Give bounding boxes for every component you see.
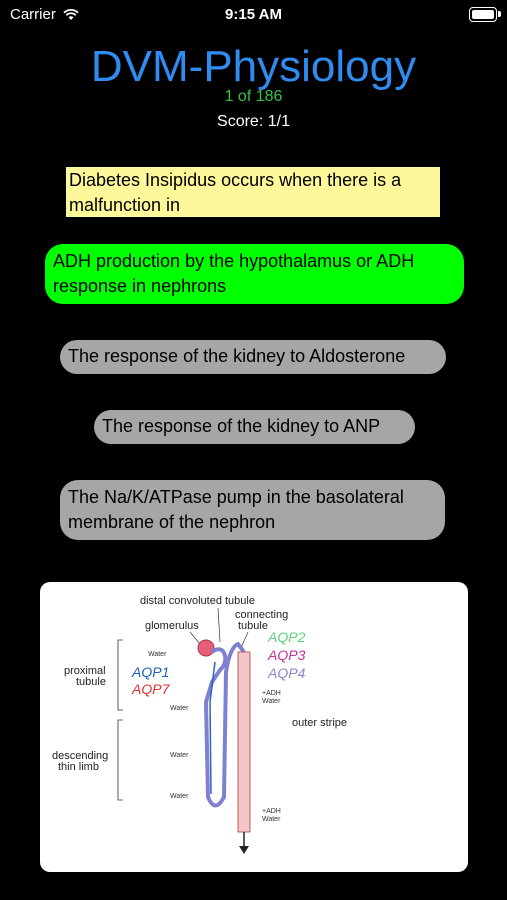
label-adh-water-2: Water — [262, 816, 281, 823]
label-aqp7: AQP7 — [131, 681, 171, 697]
label-water-1: Water — [148, 651, 167, 658]
answer-option-4[interactable]: The Na/K/ATPase pump in the basolateral … — [60, 480, 445, 540]
label-adh-1: +ADH — [262, 690, 281, 697]
label-glomerulus: glomerulus — [145, 620, 199, 632]
label-aqp4: AQP4 — [267, 665, 306, 681]
label-distal-tubule: distal convoluted tubule — [140, 595, 255, 607]
battery-icon — [469, 7, 501, 22]
label-proximal: proximal — [64, 665, 106, 677]
label-outer-stripe: outer stripe — [292, 717, 347, 729]
answer-option-2[interactable]: The response of the kidney to Aldosteron… — [60, 340, 446, 374]
label-water-3: Water — [170, 752, 189, 759]
label-adh-2: +ADH — [262, 808, 281, 815]
label-connecting-tubule: tubule — [238, 620, 268, 632]
answer-option-3[interactable]: The response of the kidney to ANP — [94, 410, 415, 444]
label-aqp3: AQP3 — [267, 647, 306, 663]
label-water-2: Water — [170, 705, 189, 712]
label-connecting: connecting — [235, 609, 288, 621]
label-adh-water-1: Water — [262, 698, 281, 705]
label-aqp2: AQP2 — [267, 629, 306, 645]
label-descending-thin-limb: thin limb — [58, 761, 99, 773]
nephron-diagram: distal convoluted tubule connecting tubu… — [40, 582, 468, 872]
label-descending: descending — [52, 750, 108, 762]
label-water-4: Water — [170, 793, 189, 800]
answer-option-1[interactable]: ADH production by the hypothalamus or AD… — [45, 244, 464, 304]
carrier-label: Carrier — [10, 6, 56, 23]
question-text: Diabetes Insipidus occurs when there is … — [66, 167, 440, 217]
status-bar: Carrier 9:15 AM — [0, 0, 507, 30]
clock: 9:15 AM — [225, 6, 282, 23]
carrier-info: Carrier — [10, 6, 80, 23]
wifi-icon — [63, 8, 79, 20]
question-progress: 1 of 186 — [224, 88, 283, 105]
label-proximal-tubule: tubule — [76, 676, 106, 688]
app-title: DVM-Physiology — [90, 42, 417, 91]
label-aqp1: AQP1 — [131, 664, 169, 680]
score-label: Score: 1/1 — [217, 113, 290, 130]
